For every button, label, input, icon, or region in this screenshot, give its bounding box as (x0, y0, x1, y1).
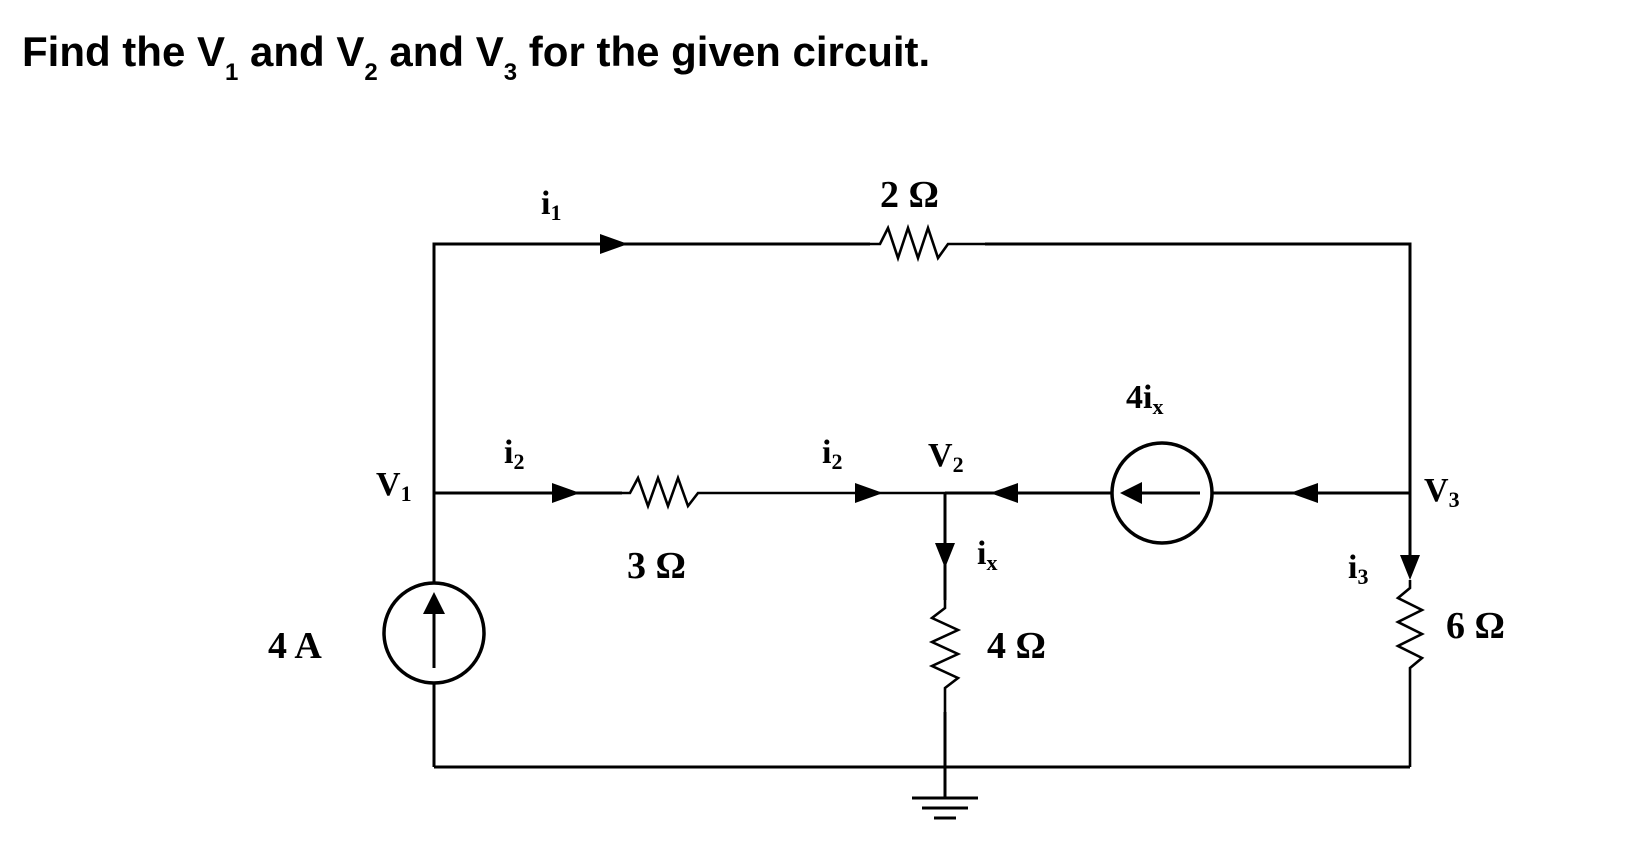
arrow-into-v2 (990, 483, 1018, 503)
question-suffix: for the given circuit. (517, 28, 931, 75)
label-4a: 4 A (268, 625, 322, 667)
i2-arrow-right (855, 483, 883, 503)
label-i3: i3 (1348, 549, 1368, 589)
label-v3: V3 (1424, 472, 1460, 512)
dependent-source-arrow-head (1120, 482, 1142, 504)
resistor-2-ohm (870, 223, 985, 263)
question-sub-1: 1 (225, 59, 239, 86)
resistor-4-ohm (928, 600, 962, 712)
question-sub-2: 2 (364, 59, 378, 86)
question-text: Find the V1 and V2 and V3 for the given … (22, 28, 930, 87)
label-4-ohm: 4 Ω (987, 625, 1046, 667)
resistor-6-ohm (1395, 580, 1425, 767)
source-arrow-head (423, 592, 445, 614)
label-i2-right: i2 (822, 434, 842, 474)
ground-icon (912, 767, 978, 820)
i3-arrow (1400, 555, 1420, 580)
arrow-from-v3 (1290, 483, 1318, 503)
resistor-3-ohm (622, 474, 945, 510)
question-mid-2: and V (377, 28, 504, 75)
top-wire (432, 242, 1412, 767)
i2-arrow-left (552, 483, 580, 503)
label-4ix: 4ix (1126, 379, 1163, 419)
ix-arrow (935, 543, 955, 568)
label-v2: V2 (928, 437, 964, 477)
question-prefix: Find the V (22, 28, 225, 75)
label-v1: V1 (376, 466, 412, 506)
question-sub-3: 3 (503, 59, 518, 86)
label-2-ohm: 2 Ω (880, 174, 939, 216)
label-ix: ix (977, 535, 997, 575)
question-mid-1: and V (238, 28, 365, 75)
label-6-ohm: 6 Ω (1446, 605, 1505, 647)
label-3-ohm: 3 Ω (627, 545, 686, 587)
label-i1: i1 (541, 185, 561, 225)
i1-arrow (600, 234, 628, 254)
label-i2-left: i2 (504, 434, 524, 474)
